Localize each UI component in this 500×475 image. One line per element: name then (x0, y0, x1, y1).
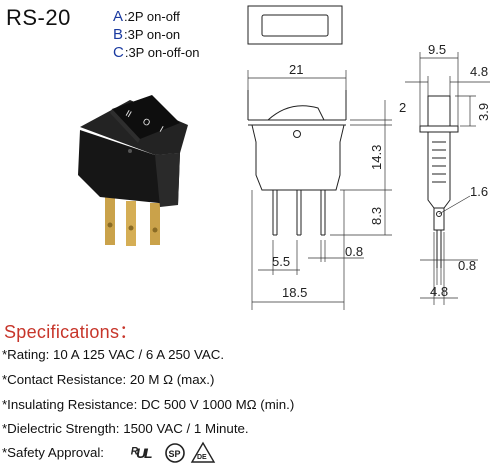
ul-recognized-icon: ᴿ U L (130, 445, 153, 462)
top-view-frame (247, 5, 343, 45)
switch-photo: II O I (78, 95, 188, 246)
model-title: RS-20 (6, 5, 71, 30)
side-bezel (419, 125, 459, 133)
top-view-window (261, 14, 329, 37)
side-body (427, 132, 451, 209)
pin-left (105, 197, 115, 245)
csa-icon: SP (165, 443, 185, 463)
mark-o: O (141, 116, 152, 128)
mark-ii: II (124, 108, 133, 119)
dim-9-5: 9.5 (428, 42, 446, 57)
dim-4-8-bottom: 4.8 (430, 284, 448, 299)
option-c: C:3P on-off-on (113, 44, 200, 61)
technical-drawing: 21 9.5 4.8 2 14.3 8.3 3.9 1.6 5.5 0.8 18… (247, 5, 491, 310)
dim-0-8-front: 0.8 (345, 244, 363, 259)
spec-dielectric-strength: *Dielectric Strength: 1500 VAC / 1 Minut… (2, 421, 249, 436)
dim-21: 21 (289, 62, 303, 77)
rocker-pivot (293, 130, 301, 138)
dim-18-5: 18.5 (282, 285, 307, 300)
option-b: B:3P on-on (113, 26, 181, 43)
body-outline (251, 124, 345, 191)
svg-text:DE: DE (197, 454, 207, 461)
dim-2: 2 (399, 100, 406, 115)
dim-5-5: 5.5 (272, 254, 290, 269)
dim-3-9: 3.9 (476, 103, 491, 121)
mark-i: I (158, 124, 165, 134)
pin-middle (126, 201, 136, 246)
dim-8-3: 8.3 (369, 207, 384, 225)
option-a: A:2P on-off (113, 8, 180, 25)
dim-14-3: 14.3 (369, 145, 384, 170)
spec-rating: *Rating: 10 A 125 VAC / 6 A 250 VAC. (2, 347, 225, 362)
svg-text:SP: SP (169, 449, 181, 459)
dim-0-8-side: 0.8 (458, 258, 476, 273)
approval-icons: ᴿ U L SP DE (130, 441, 216, 463)
spec-safety-approval: *Safety Approval: (2, 445, 105, 460)
dim-1-6: 1.6 (470, 184, 488, 199)
side-terminal (433, 208, 445, 231)
svg-text:ᴿ: ᴿ (130, 445, 139, 462)
rocker-profile (267, 105, 325, 121)
spec-contact-resistance: *Contact Resistance: 20 M Ω (max.) (2, 372, 215, 387)
spec-insulating-resistance: *Insulating Resistance: DC 500 V 1000 MΩ… (2, 397, 295, 412)
svg-text:U: U (136, 445, 147, 461)
svg-text:L: L (144, 445, 153, 461)
specifications-heading: Specifications： (4, 322, 138, 342)
vde-triangle-icon: DE (190, 441, 216, 463)
pin-right (150, 203, 160, 245)
dim-4-8-top: 4.8 (470, 64, 488, 79)
side-rocker (427, 95, 451, 127)
